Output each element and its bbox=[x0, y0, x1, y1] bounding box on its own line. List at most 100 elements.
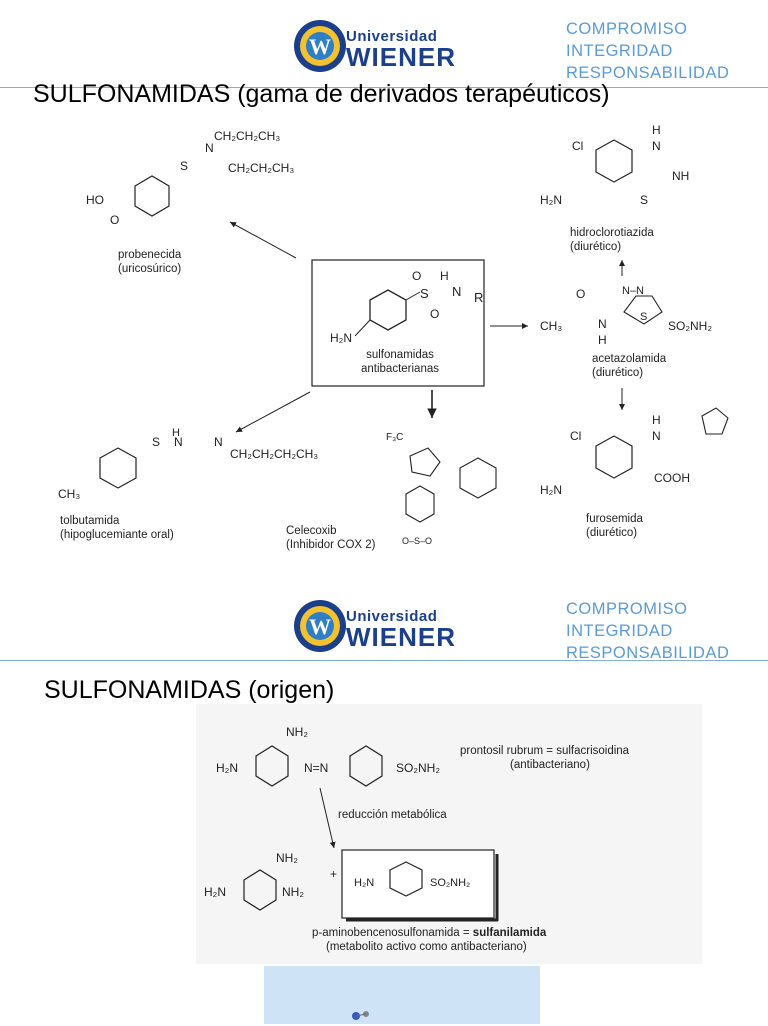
svg-text:N=N: N=N bbox=[304, 761, 328, 775]
svg-text:W: W bbox=[309, 34, 331, 59]
svg-text:H₂N: H₂N bbox=[354, 877, 374, 889]
probenecida-caption: probenecida (uricosúrico) bbox=[118, 249, 182, 275]
svg-text:O: O bbox=[110, 213, 119, 227]
hidroclorotiazida-caption: hidroclorotiazida (diurético) bbox=[570, 227, 654, 253]
furosemide-ring bbox=[595, 435, 633, 479]
svg-text:H₂N: H₂N bbox=[540, 483, 562, 497]
svg-text:H₂N: H₂N bbox=[330, 331, 352, 345]
svg-text:H₂N: H₂N bbox=[540, 193, 562, 207]
sulfanilamida-ring bbox=[389, 861, 423, 897]
globe-icon: W bbox=[294, 600, 346, 652]
celecoxib-tolyl-ring bbox=[459, 457, 497, 499]
arrow-tolbutamida bbox=[235, 391, 311, 433]
slide-1: W Universidad WIENER COMPROMISO INTEGRID… bbox=[0, 14, 768, 551]
molecule-icon bbox=[352, 1011, 369, 1020]
motto-line: RESPONSABILIDAD bbox=[566, 64, 730, 82]
svg-text:N: N bbox=[652, 429, 661, 443]
center-box bbox=[311, 259, 485, 387]
motto: COMPROMISO INTEGRIDAD RESPONSABILIDAD bbox=[566, 598, 729, 664]
n-atom: N bbox=[452, 284, 461, 299]
derivatives-diagram: S H N R O O H₂N HO O S N CH₂CH₂CH₃ CH₂CH… bbox=[58, 123, 729, 546]
svg-text:COOH: COOH bbox=[654, 471, 690, 485]
prontosil-ring-2 bbox=[349, 745, 383, 787]
svg-text:N–N: N–N bbox=[622, 285, 644, 297]
svg-text:CH₃: CH₃ bbox=[58, 487, 80, 501]
reduccion-caption: reducción metabólica bbox=[338, 809, 447, 821]
svg-text:+: + bbox=[330, 867, 337, 881]
hctz-ring bbox=[595, 139, 633, 183]
svg-text:N: N bbox=[652, 139, 661, 153]
svg-text:SO₂NH₂: SO₂NH₂ bbox=[668, 319, 712, 333]
svg-text:SO₂NH₂: SO₂NH₂ bbox=[396, 761, 440, 775]
center-caption: sulfonamidas antibacterianas bbox=[361, 349, 439, 375]
svg-text:H₂N: H₂N bbox=[216, 761, 238, 775]
svg-text:F₃C: F₃C bbox=[386, 432, 403, 443]
celecoxib-caption: Celecoxib (Inhibidor COX 2) bbox=[286, 525, 376, 551]
svg-text:CH₃: CH₃ bbox=[540, 319, 562, 333]
svg-text:N: N bbox=[174, 435, 183, 449]
benzene-ring bbox=[369, 289, 407, 331]
svg-text:HO: HO bbox=[86, 193, 104, 207]
svg-text:CH₂CH₂CH₂CH₃: CH₂CH₂CH₂CH₃ bbox=[230, 447, 318, 461]
svg-text:H: H bbox=[172, 427, 180, 439]
reduction-arrow bbox=[319, 787, 336, 849]
svg-text:O: O bbox=[412, 269, 421, 283]
svg-text:N: N bbox=[598, 317, 607, 331]
motto-line: COMPROMISO bbox=[566, 20, 688, 38]
svg-text:NH₂: NH₂ bbox=[276, 851, 298, 865]
pyrazole-ring bbox=[409, 447, 441, 477]
svg-text:S: S bbox=[152, 435, 160, 449]
slide-title: SULFONAMIDAS (gama de derivados terapéut… bbox=[33, 80, 610, 108]
header-rule bbox=[0, 87, 768, 88]
svg-text:S: S bbox=[180, 159, 188, 173]
svg-text:N: N bbox=[205, 141, 214, 155]
logo-name-text: WIENER bbox=[346, 42, 456, 72]
triaminobenzene-ring bbox=[243, 869, 277, 911]
svg-text:NH: NH bbox=[672, 169, 689, 183]
tolbutamida-caption: tolbutamida (hipoglucemiante oral) bbox=[60, 515, 174, 541]
slide-2: W Universidad WIENER COMPROMISO INTEGRID… bbox=[0, 580, 768, 1024]
svg-text:O–S–O: O–S–O bbox=[402, 536, 432, 546]
furosemida-caption: furosemida (diurético) bbox=[586, 513, 643, 539]
origin-diagram: NH₂ H₂N N=N SO₂NH₂ NH₂ H₂N NH₂ + H₂N SO₂… bbox=[204, 725, 499, 922]
svg-text:SO₂NH₂: SO₂NH₂ bbox=[430, 877, 470, 889]
svg-text:CH₂CH₂CH₃: CH₂CH₂CH₃ bbox=[214, 129, 280, 143]
svg-text:N: N bbox=[214, 435, 223, 449]
h-atom: H bbox=[440, 269, 449, 283]
svg-text:NH₂: NH₂ bbox=[282, 885, 304, 899]
motto-line: COMPROMISO bbox=[566, 600, 688, 618]
svg-text:W: W bbox=[309, 614, 331, 639]
motto-line: RESPONSABILIDAD bbox=[566, 644, 730, 662]
celecoxib-phenyl-ring bbox=[405, 485, 435, 523]
slide-title: SULFONAMIDAS (origen) bbox=[44, 676, 335, 704]
svg-text:S: S bbox=[640, 193, 648, 207]
tolbutamida-ring bbox=[99, 447, 137, 489]
image-thumbnail bbox=[264, 966, 540, 1024]
acetazolamida-caption: acetazolamida (diurético) bbox=[592, 353, 667, 379]
logo-name-text: WIENER bbox=[346, 622, 456, 652]
thiadiazole-ring bbox=[623, 295, 663, 325]
logo-university-text: Universidad bbox=[346, 608, 438, 625]
svg-text:H: H bbox=[652, 413, 661, 427]
university-logo: W Universidad WIENER bbox=[292, 14, 482, 76]
svg-text:H: H bbox=[598, 333, 607, 347]
svg-text:Cl: Cl bbox=[572, 139, 583, 153]
svg-text:NH₂: NH₂ bbox=[286, 725, 308, 739]
university-logo: W Universidad WIENER bbox=[292, 594, 482, 656]
svg-text:CH₂CH₂CH₃: CH₂CH₂CH₃ bbox=[228, 161, 294, 175]
svg-text:O: O bbox=[576, 287, 585, 301]
globe-icon: W bbox=[294, 20, 346, 72]
motto-line: INTEGRIDAD bbox=[566, 42, 673, 60]
prontosil-ring-1 bbox=[255, 745, 289, 787]
sulfanilamida-caption: p-aminobencenosulfonamida = sulfanilamid… bbox=[312, 927, 547, 953]
logo-university-text: Universidad bbox=[346, 28, 438, 45]
svg-text:Cl: Cl bbox=[570, 429, 581, 443]
prontosil-caption: prontosil rubrum = sulfacrisoidina (anti… bbox=[460, 745, 630, 771]
header-rule bbox=[0, 660, 768, 661]
probenecida-ring bbox=[134, 175, 170, 217]
motto: COMPROMISO INTEGRIDAD RESPONSABILIDAD bbox=[566, 18, 729, 84]
r-group: R bbox=[474, 290, 483, 305]
s-atom: S bbox=[420, 286, 429, 301]
svg-text:O: O bbox=[430, 307, 439, 321]
furan-ring bbox=[701, 407, 729, 435]
